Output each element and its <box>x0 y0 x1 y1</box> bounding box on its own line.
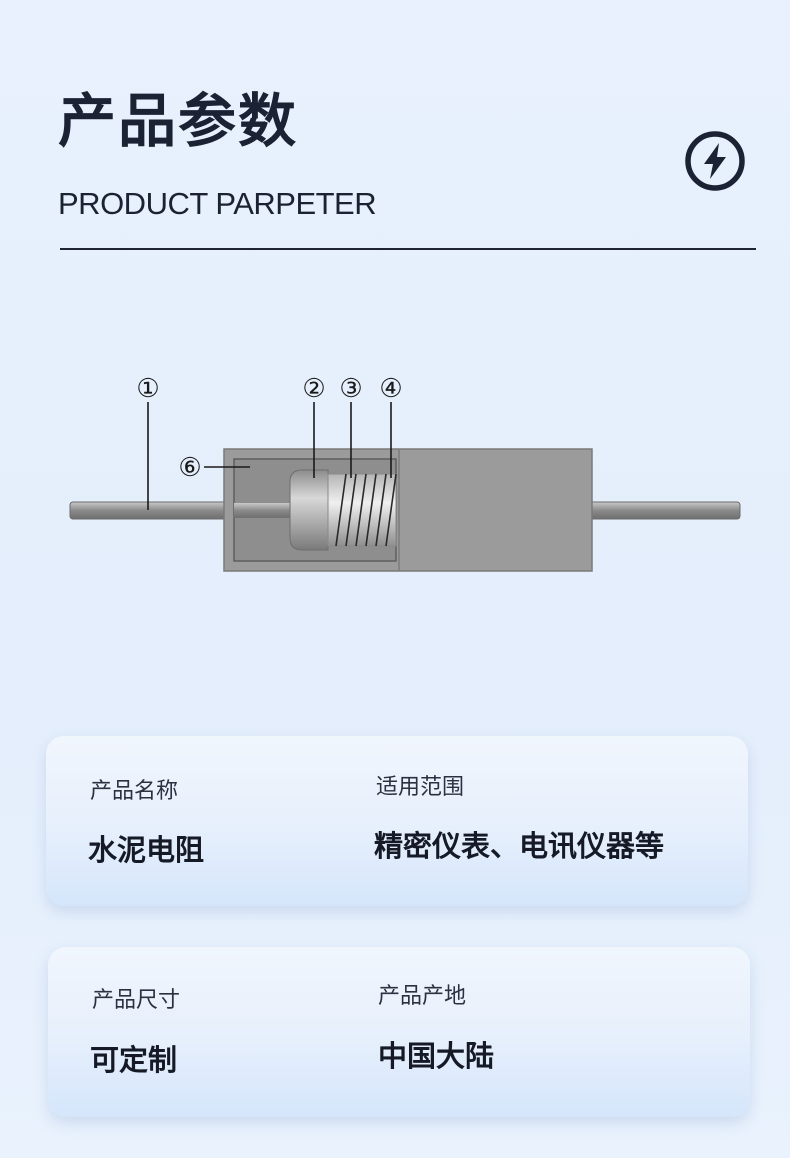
info-card-size-origin: 产品尺寸 可定制 产品产地 中国大陆 <box>48 947 750 1117</box>
callout-6: ⑥ <box>178 453 201 483</box>
application-scope-label: 适用范围 <box>376 775 465 800</box>
info-card-name-scope: 产品名称 水泥电阻 适用范围 精密仪表、电讯仪器等 <box>46 736 748 906</box>
callout-4: ④ <box>379 374 402 404</box>
header-divider <box>60 248 756 250</box>
product-name-label: 产品名称 <box>90 779 179 804</box>
product-origin-value: 中国大陆 <box>378 1039 495 1073</box>
product-size-label: 产品尺寸 <box>92 988 181 1013</box>
end-cap <box>289 469 329 551</box>
coil-winding <box>335 473 397 547</box>
callout-2: ② <box>302 374 325 404</box>
callout-3: ③ <box>339 374 362 404</box>
product-origin-label: 产品产地 <box>378 984 467 1009</box>
right-lead-wire <box>587 501 741 520</box>
left-lead-wire <box>69 501 231 520</box>
product-name-value: 水泥电阻 <box>88 833 205 867</box>
application-scope-value: 精密仪表、电讯仪器等 <box>374 829 665 863</box>
page-subtitle: PRODUCT PARPETER <box>58 186 377 221</box>
callout-1: ① <box>136 374 159 404</box>
lightning-bolt-icon <box>685 131 745 191</box>
page-title: 产品参数 <box>58 87 299 155</box>
resistor-cross-section-diagram: ① ② ③ ④ ⑥ <box>69 374 741 572</box>
product-size-value: 可定制 <box>90 1043 178 1077</box>
